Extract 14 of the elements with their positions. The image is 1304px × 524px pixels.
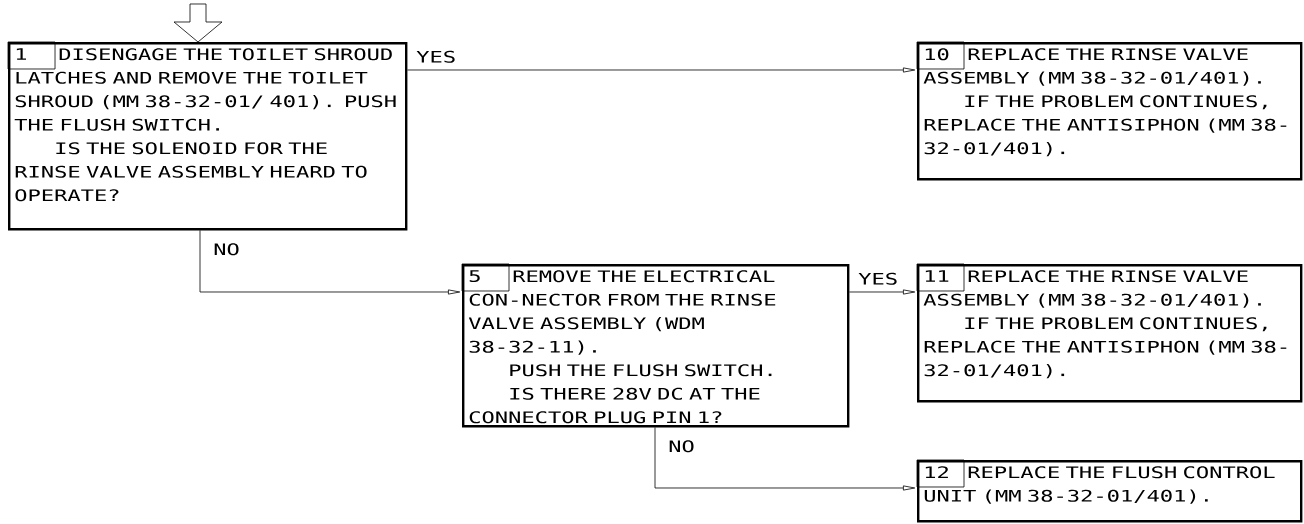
arrow [849, 289, 916, 295]
edge-label: NO [669, 440, 694, 453]
step-box: 12 REPLACE THE FLUSH CONTROL UNIT (MM 38-32-01/401). [916, 459, 1303, 523]
step-box: 5 REMOVE THE ELECTRICAL CON-NECTOR FROM THE RINSE VALVE ASSEMBLY (WDM 38-32-11). PUSH THE FLUSH SWITCH. IS THERE 28V DC AT THE CONNECTOR PLUG PIN 1? [461, 263, 850, 428]
edge-label: YES [858, 272, 897, 285]
entry-arrow [173, 3, 223, 43]
step-box: 10 REPLACE THE RINSE VALVE ASSEMBLY (MM 38-32-01/401). IF THE PROBLEM CONTINUES, REPLACE THE ANTISIPHON (MM 38-32-01/401). [916, 41, 1303, 181]
step-box: 1 DISENGAGE THE TOILET SHROUD LATCHES AND REMOVE THE TOILET SHROUD (MM 38-32-01/ 401). PUSH THE FLUSH SWITCH. IS THE SOLENOID FOR THE RINSE VALVE ASSEMBLY HEARD TO OPERATE? [7, 41, 408, 231]
edge-label: YES [416, 50, 455, 63]
edge-label: NO [214, 243, 239, 256]
step-box: 11 REPLACE THE RINSE VALVE ASSEMBLY (MM 38-32-01/401). IF THE PROBLEM CONTINUES, REPLACE THE ANTISIPHON (MM 38-32-01/401). [916, 263, 1303, 403]
arrow [407, 67, 916, 73]
arrow [199, 230, 461, 295]
arrow [654, 427, 916, 491]
